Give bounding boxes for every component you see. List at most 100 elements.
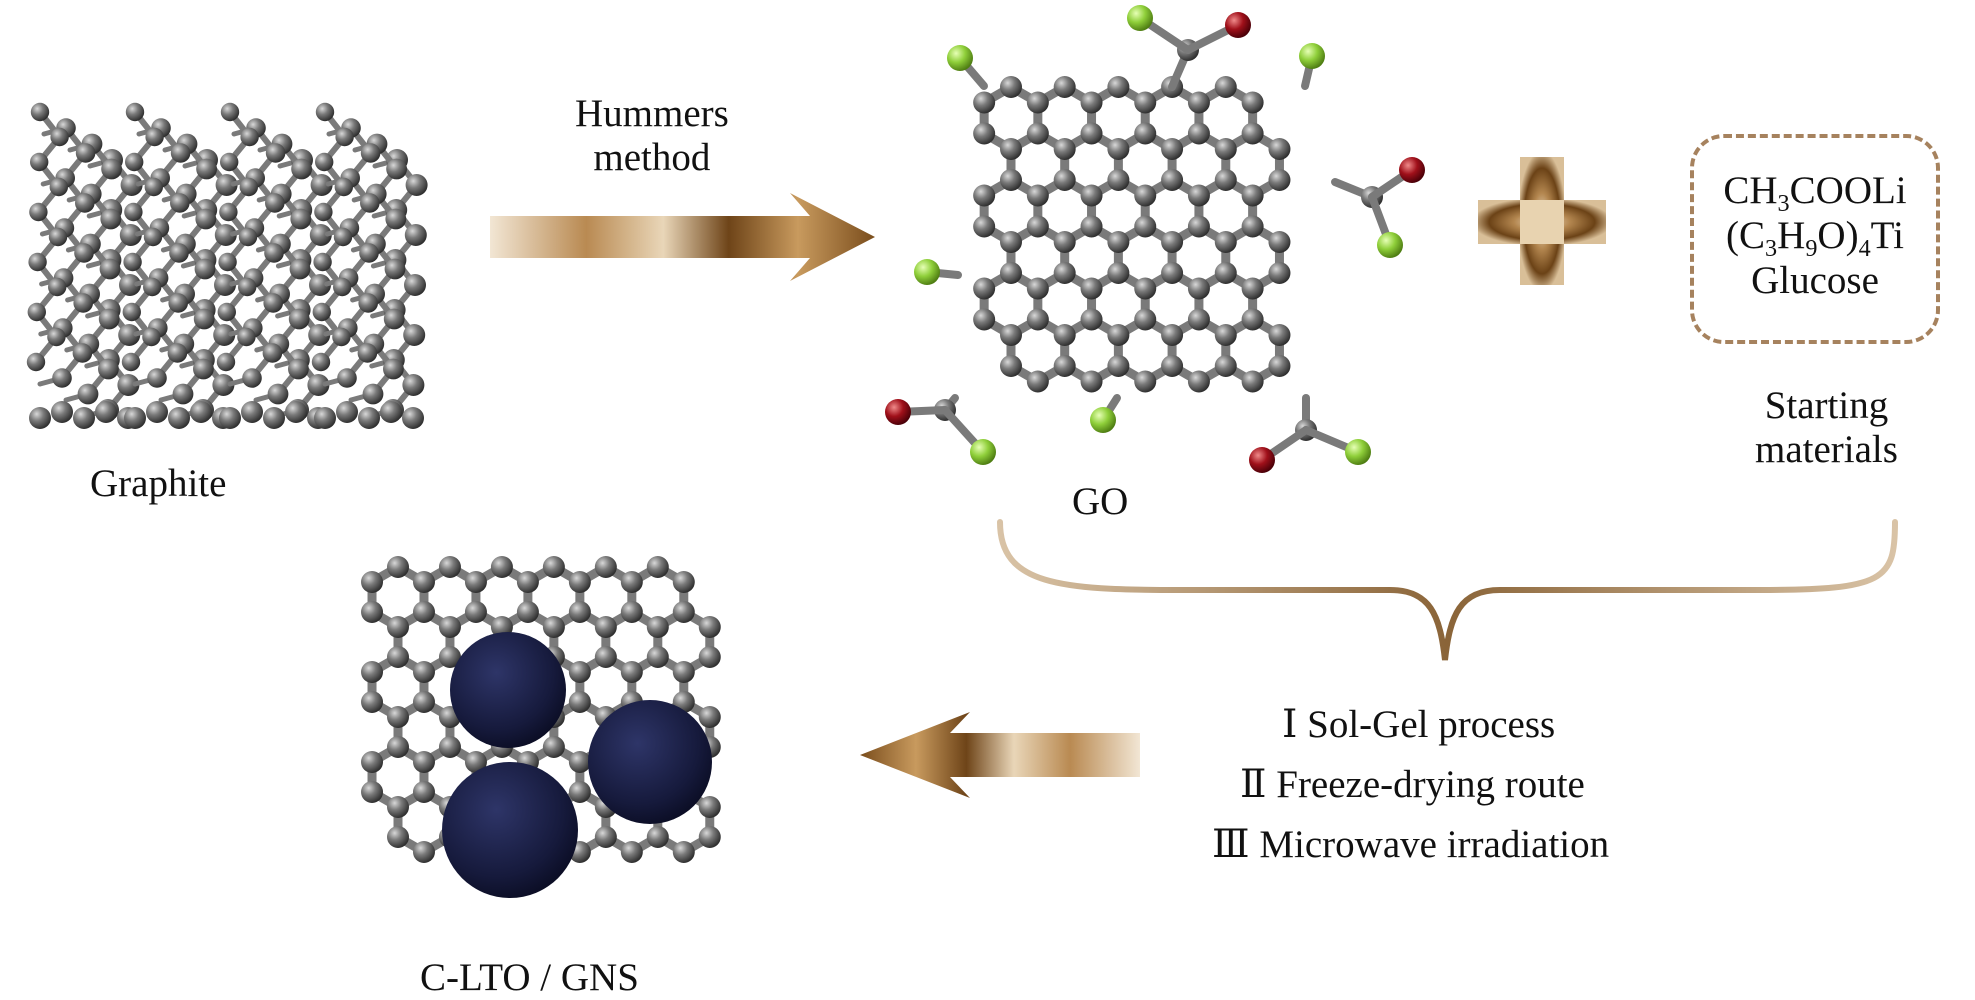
- carbon-atom: [214, 274, 236, 296]
- graphene-oxide-structure: [885, 5, 1425, 473]
- combine-brace: [997, 519, 1898, 661]
- carbon-atom: [1080, 277, 1103, 300]
- carbon-atom: [1214, 262, 1237, 284]
- carbon-atom: [1053, 324, 1076, 346]
- carbon-atom: [334, 177, 353, 197]
- carbon-atom: [568, 691, 591, 713]
- carbon-atom: [672, 571, 695, 593]
- graphite-stack-3: [216, 102, 333, 429]
- functional-atom: [1127, 5, 1153, 31]
- carbon-atom: [1107, 355, 1130, 377]
- carbon-atom: [333, 277, 352, 297]
- carbon-atom: [438, 556, 461, 578]
- carbon-atom: [238, 227, 258, 247]
- carbon-atom: [438, 736, 461, 758]
- carbon-atom: [620, 571, 643, 593]
- carbon-atom: [402, 407, 424, 429]
- carbon-atom: [1026, 308, 1049, 331]
- carbon-atom: [1187, 91, 1210, 114]
- carbon-atom: [1187, 184, 1210, 207]
- carbon-atom: [72, 343, 93, 363]
- oxygen-atom: [1249, 447, 1275, 473]
- carbon-atom: [99, 258, 121, 280]
- carbon-atom: [1000, 355, 1022, 377]
- carbon-atom: [1214, 138, 1237, 160]
- carbon-atom: [1241, 277, 1264, 300]
- carbon-atom: [646, 646, 669, 668]
- starting-line-1: Starting: [1764, 384, 1889, 427]
- carbon-atom: [568, 751, 591, 773]
- carbon-atom: [1000, 324, 1022, 346]
- carbon-atom: [75, 193, 95, 213]
- carbon-atom: [1000, 138, 1022, 160]
- starting-materials-label: Starting materials: [1755, 384, 1898, 471]
- carbon-atom: [1134, 122, 1157, 145]
- carbon-atom: [170, 143, 191, 163]
- carbon-atom: [698, 826, 721, 848]
- carbon-atom: [620, 661, 643, 683]
- carbon-atom: [119, 224, 142, 246]
- carbon-atom: [288, 358, 309, 380]
- carbon-atom: [359, 243, 379, 263]
- carbon-atom: [218, 252, 237, 272]
- carbon-atom: [267, 383, 289, 405]
- carbon-atom: [219, 202, 238, 222]
- carbon-atom: [337, 368, 357, 388]
- carbon-atom: [973, 91, 996, 114]
- carbon-atom: [412, 571, 435, 593]
- carbon-atom: [387, 616, 409, 638]
- carbon-atom: [333, 227, 353, 247]
- carbon-atom: [1000, 169, 1022, 191]
- carbon-atom: [237, 327, 256, 347]
- carbon-atom: [542, 556, 565, 578]
- carbon-atom: [358, 407, 380, 429]
- carbon-atom: [1000, 76, 1022, 98]
- carbon-atom: [1268, 262, 1291, 284]
- oxygen-atom: [885, 399, 911, 425]
- carbon-atom: [698, 706, 721, 728]
- carbon-atom: [167, 343, 188, 363]
- carbon-atom: [122, 302, 141, 322]
- carbon-atom: [310, 174, 333, 196]
- carbon-atom: [672, 601, 695, 623]
- carbon-atom: [1187, 215, 1210, 238]
- carbon-atom: [594, 646, 617, 668]
- carbon-atom: [380, 401, 402, 423]
- carbon-atom: [464, 601, 487, 623]
- carbon-atom: [361, 571, 384, 593]
- carbon-atom: [386, 158, 407, 180]
- carbon-atom: [74, 243, 94, 263]
- carbon-atom: [1268, 138, 1291, 160]
- carbon-atom: [698, 616, 721, 638]
- carbon-atom: [1241, 122, 1264, 145]
- carbon-atom: [30, 102, 50, 122]
- carbon-atom: [124, 202, 143, 222]
- carbon-atom: [1026, 122, 1049, 145]
- carbon-atom: [265, 193, 285, 213]
- carbon-atom: [120, 174, 143, 196]
- carbon-atom: [412, 601, 435, 623]
- carbon-atom: [1026, 277, 1049, 300]
- carbon-atom: [1134, 308, 1157, 331]
- carbon-atom: [146, 401, 168, 423]
- carbon-atom: [1161, 324, 1184, 346]
- carbon-atom: [1241, 91, 1264, 114]
- carbon-atom: [142, 327, 161, 347]
- carbon-atom: [169, 243, 189, 263]
- carbon-atom: [29, 202, 48, 222]
- carbon-atom: [143, 227, 163, 247]
- carbon-atom: [1187, 370, 1210, 393]
- carbon-atom: [315, 102, 335, 122]
- carbon-atom: [1053, 138, 1076, 160]
- carbon-atom: [315, 152, 334, 172]
- carbon-atom: [1161, 231, 1184, 253]
- carbon-atom: [118, 324, 141, 346]
- functional-atom: [1345, 439, 1371, 465]
- carbon-atom: [214, 224, 237, 246]
- carbon-atom: [412, 661, 435, 683]
- carbon-atom: [1161, 355, 1184, 377]
- carbon-atom: [1053, 262, 1076, 284]
- hummers-line-2: method: [593, 135, 711, 179]
- carbon-atom: [240, 127, 259, 147]
- carbon-atom: [119, 274, 141, 296]
